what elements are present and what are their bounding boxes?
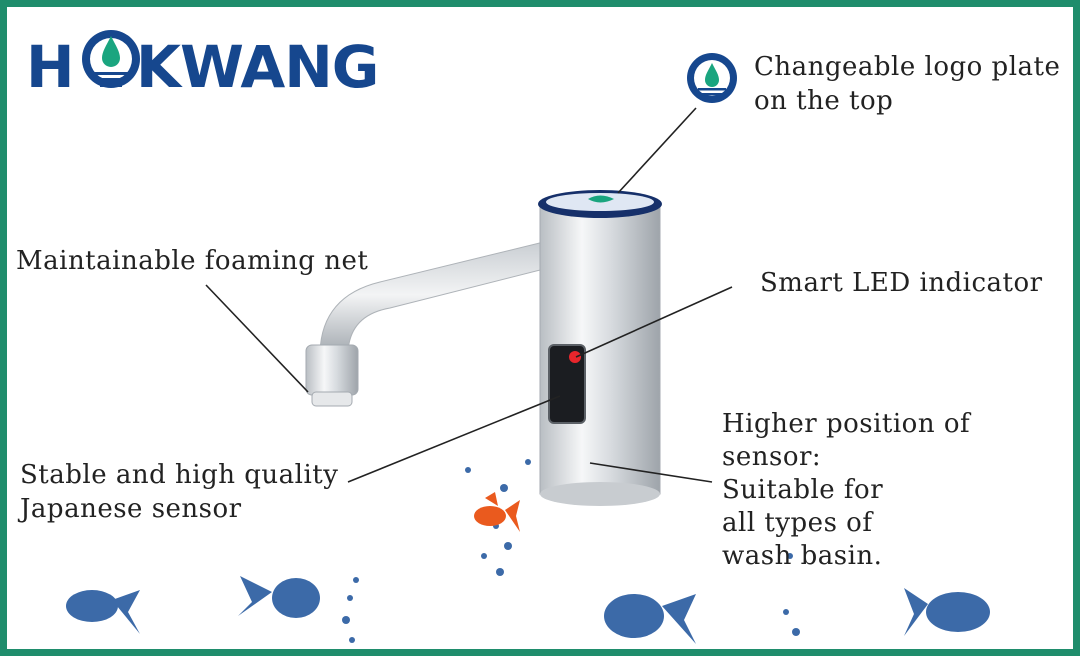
callout-position-line-4: all types of (722, 508, 873, 538)
callout-logo-plate: Changeable logo plate on the top (754, 50, 1060, 118)
callout-position-line-5: wash basin. (722, 541, 883, 571)
callout-logo-plate-line-1: Changeable logo plate (754, 52, 1061, 82)
callout-logo-plate-line-2: on the top (754, 86, 894, 116)
callout-position-line-3: Suitable for (722, 475, 884, 505)
callout-sensor: Stable and high quality Japanese sensor (20, 458, 338, 526)
brand-drop-icon (82, 30, 140, 88)
fish-icon-4 (904, 588, 990, 636)
sensor-window (548, 344, 586, 424)
callout-sensor-line-1: Stable and high quality (20, 460, 339, 490)
brand-name-rest: KWANG (136, 33, 379, 101)
logo-plate-icon (687, 53, 737, 103)
callout-foaming-net-line-1: Maintainable foaming net (16, 246, 369, 276)
fish-icon-1 (66, 590, 140, 634)
led-indicator (569, 351, 581, 363)
callout-foaming-net: Maintainable foaming net (16, 244, 368, 278)
callout-position-line-1: Higher position of (722, 409, 971, 439)
callout-led: Smart LED indicator (760, 266, 1043, 300)
brand-logo: H KWANG (26, 14, 379, 104)
fish-icon-2 (238, 576, 320, 618)
callout-position: Higher position of sensor: Suitable for … (722, 408, 970, 573)
brand-letter-h: H (26, 33, 75, 101)
callout-sensor-line-2: Japanese sensor (20, 494, 242, 524)
callout-position-line-2: sensor: (722, 442, 822, 472)
callout-led-line-1: Smart LED indicator (760, 268, 1043, 298)
fish-icon-3 (604, 594, 696, 644)
foaming-net-nozzle (305, 344, 359, 396)
goldfish-icon (474, 492, 520, 532)
